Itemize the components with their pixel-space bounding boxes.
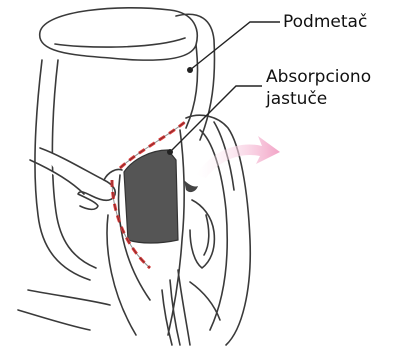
absorption-pad — [124, 150, 178, 243]
leader-line-podmetac — [190, 22, 280, 70]
label-absorpciono-line2: jastuče — [266, 88, 371, 110]
label-podmetac: Podmetač — [283, 11, 367, 33]
label-absorpciono-jastuce: Absorpciono jastuče — [266, 66, 371, 110]
leader-dot-absorpciono — [167, 149, 173, 155]
hand — [30, 148, 122, 209]
label-absorpciono-line1: Absorpciono — [266, 66, 371, 88]
fold-shadow — [184, 180, 198, 192]
leader-dot-podmetac — [187, 67, 193, 73]
